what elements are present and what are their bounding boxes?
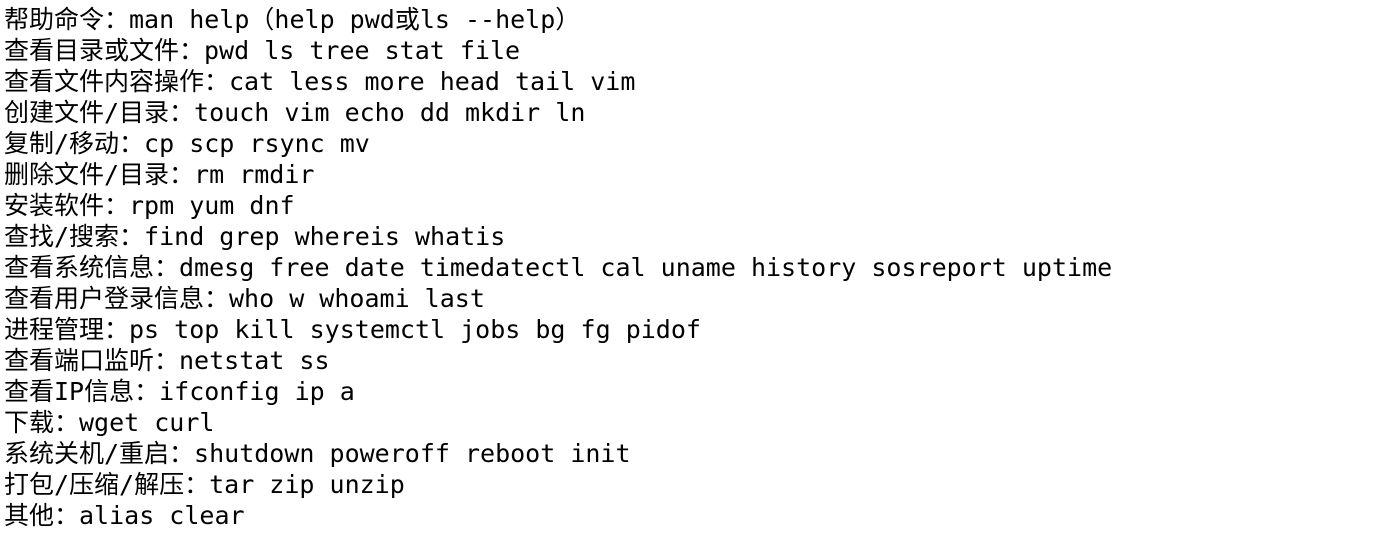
- create-file-directory-line: 创建文件/目录：touch vim echo dd mkdir ln: [4, 98, 586, 127]
- ip-info-line: 查看IP信息：ifconfig ip a: [4, 377, 355, 406]
- user-login-info-line: 查看用户登录信息：who w whoami last: [4, 284, 485, 313]
- delete-file-directory-line: 删除文件/目录：rm rmdir: [4, 160, 315, 189]
- shutdown-reboot-line: 系统关机/重启：shutdown poweroff reboot init: [4, 439, 631, 468]
- copy-move-line: 复制/移动：cp scp rsync mv: [4, 129, 370, 158]
- view-file-content-line: 查看文件内容操作：cat less more head tail vim: [4, 67, 636, 96]
- download-line: 下载：wget curl: [4, 408, 215, 437]
- view-directory-file-line: 查看目录或文件：pwd ls tree stat file: [4, 36, 521, 65]
- other-commands-line: 其他：alias clear: [4, 501, 245, 530]
- system-info-line: 查看系统信息：dmesg free date timedatectl cal u…: [4, 253, 1113, 282]
- archive-compress-line: 打包/压缩/解压：tar zip unzip: [4, 470, 405, 499]
- process-management-line: 进程管理：ps top kill systemctl jobs bg fg pi…: [4, 315, 701, 344]
- port-listening-line: 查看端口监听：netstat ss: [4, 346, 330, 375]
- help-commands-line: 帮助命令：man help（help pwd或ls --help）: [4, 5, 581, 34]
- install-software-line: 安装软件：rpm yum dnf: [4, 191, 295, 220]
- find-search-line: 查找/搜索：find grep whereis whatis: [4, 222, 506, 251]
